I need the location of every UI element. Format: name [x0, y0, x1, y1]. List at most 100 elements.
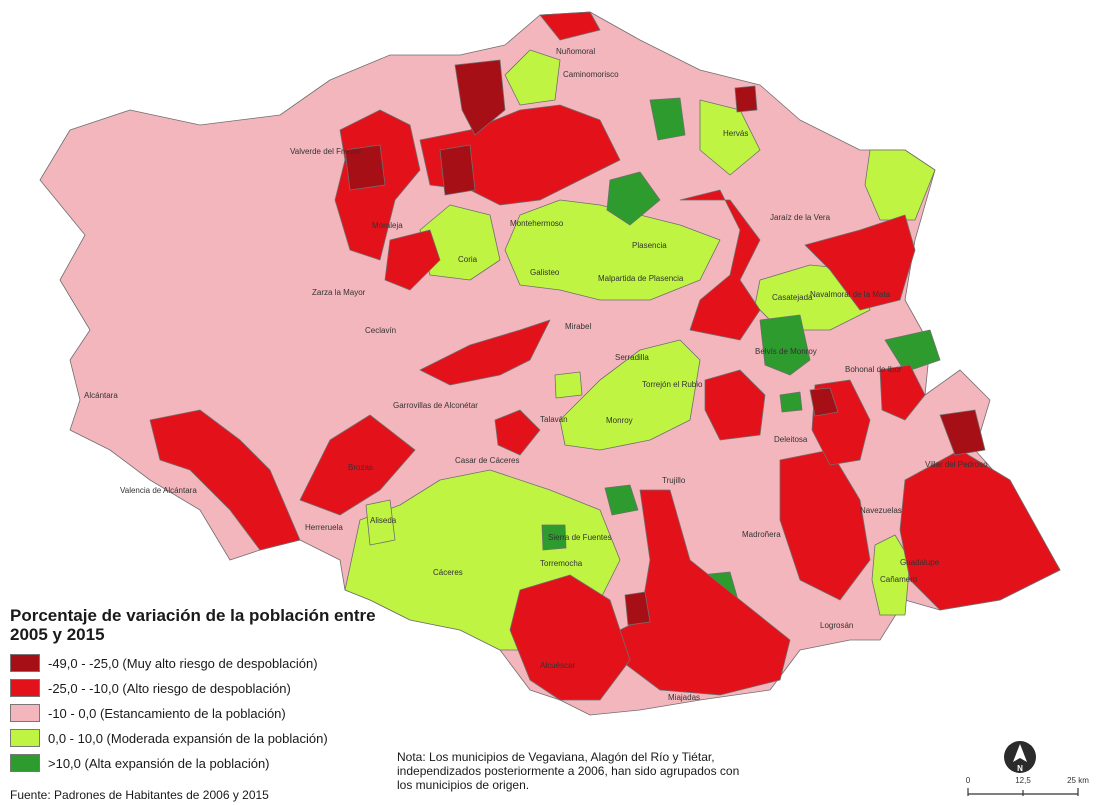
- region-dark-green-plasencia: [606, 171, 661, 226]
- label-garrovillas: Garrovillas de Alconétar: [393, 401, 478, 410]
- region-vera-green: [864, 149, 936, 221]
- region-darkred-gata: [344, 144, 386, 191]
- note-text: Nota: Los municipios de Vegaviana, Alagó…: [397, 750, 740, 792]
- label-hervas: Hervás: [723, 129, 748, 138]
- region-red-southwest: [509, 574, 631, 701]
- region-red-alcantara: [149, 409, 301, 551]
- label-valverde: Valverde del Fresno: [290, 147, 362, 156]
- region-darkred-north-small: [734, 85, 758, 113]
- region-dark-green-trujillo: [604, 484, 639, 516]
- label-talavan: Talaván: [540, 415, 568, 424]
- legend-swatch: [10, 704, 40, 722]
- region-red-belvis: [704, 369, 766, 441]
- region-dark-green-border: [884, 329, 941, 373]
- label-malpartida-plasencia: Malpartida de Plasencia: [598, 274, 684, 283]
- region-dark-green-east: [759, 314, 811, 376]
- legend-item-moderate-expansion: 0,0 - 10,0 (Moderada expansión de la pob…: [10, 727, 390, 749]
- label-mirabel: Mirabel: [565, 322, 591, 331]
- legend-item-stagnation: -10 - 0,0 (Estancamiento de la población…: [10, 702, 390, 724]
- legend-item-high-expansion: >10,0 (Alta expansión de la población): [10, 752, 390, 774]
- scale-bar: 0 12,5 25 km: [966, 776, 1089, 796]
- label-brozas: Brozas: [348, 463, 373, 472]
- region-north-green: [504, 199, 721, 301]
- label-logrosan: Logrosán: [820, 621, 853, 630]
- label-galisteo: Galisteo: [530, 268, 560, 277]
- label-deleitosa: Deleitosa: [774, 435, 808, 444]
- scale-tick-0: 0: [966, 776, 971, 785]
- region-red-brozas: [299, 414, 416, 516]
- region-red-north-cluster: [539, 11, 601, 41]
- legend-label: -25,0 - -10,0 (Alto riesgo de despoblaci…: [48, 680, 291, 696]
- scale-tick-1: 12,5: [1015, 776, 1031, 785]
- label-jaraiz: Jaraíz de la Vera: [770, 213, 831, 222]
- region-aliseda-green: [365, 499, 396, 546]
- region-red-vera: [804, 214, 916, 311]
- region-red-monroy: [494, 409, 541, 456]
- label-torremocha: Torremocha: [540, 559, 583, 568]
- legend-swatch: [10, 729, 40, 747]
- label-moraleja: Moraleja: [372, 221, 403, 230]
- legend-label: >10,0 (Alta expansión de la población): [48, 755, 270, 771]
- label-coria: Coria: [458, 255, 478, 264]
- region-red-tajo: [879, 364, 926, 421]
- legend-label: -49,0 - -25,0 (Muy alto riesgo de despob…: [48, 655, 318, 671]
- region-dark-green-monroy: [779, 391, 803, 413]
- label-nunomoral: Nuñomoral: [556, 47, 595, 56]
- legend-label: -10 - 0,0 (Estancamiento de la población…: [48, 705, 286, 721]
- legend-item-high-risk: -25,0 - -10,0 (Alto riesgo de despoblaci…: [10, 677, 390, 699]
- label-alcantara: Alcántara: [84, 391, 118, 400]
- label-caceres: Cáceres: [433, 568, 463, 577]
- legend-title: Porcentaje de variación de la población …: [10, 606, 376, 644]
- map-legend: Porcentaje de variación de la población …: [10, 606, 390, 777]
- region-hurdes-green: [504, 49, 561, 106]
- region-darkred-north-center: [439, 144, 476, 196]
- label-plasencia: Plasencia: [632, 241, 667, 250]
- label-sierra-fuentes: Sierra de Fuentes: [548, 533, 612, 542]
- label-miajadas: Miajadas: [668, 693, 700, 702]
- label-casar: Casar de Cáceres: [455, 456, 519, 465]
- region-coria-green: [419, 204, 501, 281]
- region-red-jerte: [679, 189, 761, 341]
- region-red-cluster-center: [419, 319, 551, 386]
- region-darkred-east-2: [939, 409, 986, 456]
- label-torrejon: Torrejón el Rubio: [642, 380, 703, 389]
- region-canamero-green: [871, 534, 911, 616]
- label-belvis: Belvís de Monroy: [755, 347, 817, 356]
- legend-swatch: [10, 679, 40, 697]
- label-caminomorisco: Caminomorisco: [563, 70, 619, 79]
- legend-swatch: [10, 754, 40, 772]
- label-aliseda: Aliseda: [370, 516, 397, 525]
- region-darkred-hurdes: [454, 59, 506, 136]
- label-serradilla: Serradilla: [615, 353, 649, 362]
- region-torrejon: [559, 339, 701, 451]
- region-darkred-east-1: [809, 387, 839, 417]
- label-alcuescar: Alcuéscar: [540, 661, 575, 670]
- label-navalmoral: Navalmoral de la Mata: [810, 290, 891, 299]
- label-monroy: Monroy: [606, 416, 633, 425]
- label-zarza: Zarza la Mayor: [312, 288, 366, 297]
- label-montehermoso: Montehermoso: [510, 219, 564, 228]
- legend-label: 0,0 - 10,0 (Moderada expansión de la pob…: [48, 730, 328, 746]
- region-red-southeast: [899, 449, 1061, 611]
- source-text: Fuente: Padrones de Habitantes de 2006 y…: [10, 788, 269, 802]
- label-bohonal: Bohonal de Ibor: [845, 365, 902, 374]
- label-villar-pedroso: Villar del Pedroso: [925, 460, 988, 469]
- legend-swatch: [10, 654, 40, 672]
- region-dark-green-sierra: [541, 524, 567, 551]
- north-arrow-icon: N: [1004, 741, 1036, 773]
- region-red-coria: [384, 229, 441, 291]
- label-ceclavin: Ceclavín: [365, 326, 396, 335]
- label-casatejada: Casatejada: [772, 293, 813, 302]
- label-canamero: Cañamero: [880, 575, 918, 584]
- region-dark-green-north: [649, 97, 686, 141]
- region-monroy-green: [554, 371, 583, 399]
- label-herreruela: Herreruela: [305, 523, 343, 532]
- label-madronera: Madroñera: [742, 530, 781, 539]
- scale-tick-2: 25 km: [1067, 776, 1089, 785]
- region-hervas-green: [699, 99, 761, 176]
- label-navezuelas: Navezuelas: [860, 506, 902, 515]
- label-valencia: Valencia de Alcántara: [120, 486, 197, 495]
- region-darkred-south: [624, 591, 651, 626]
- label-guadalupe: Guadalupe: [900, 558, 940, 567]
